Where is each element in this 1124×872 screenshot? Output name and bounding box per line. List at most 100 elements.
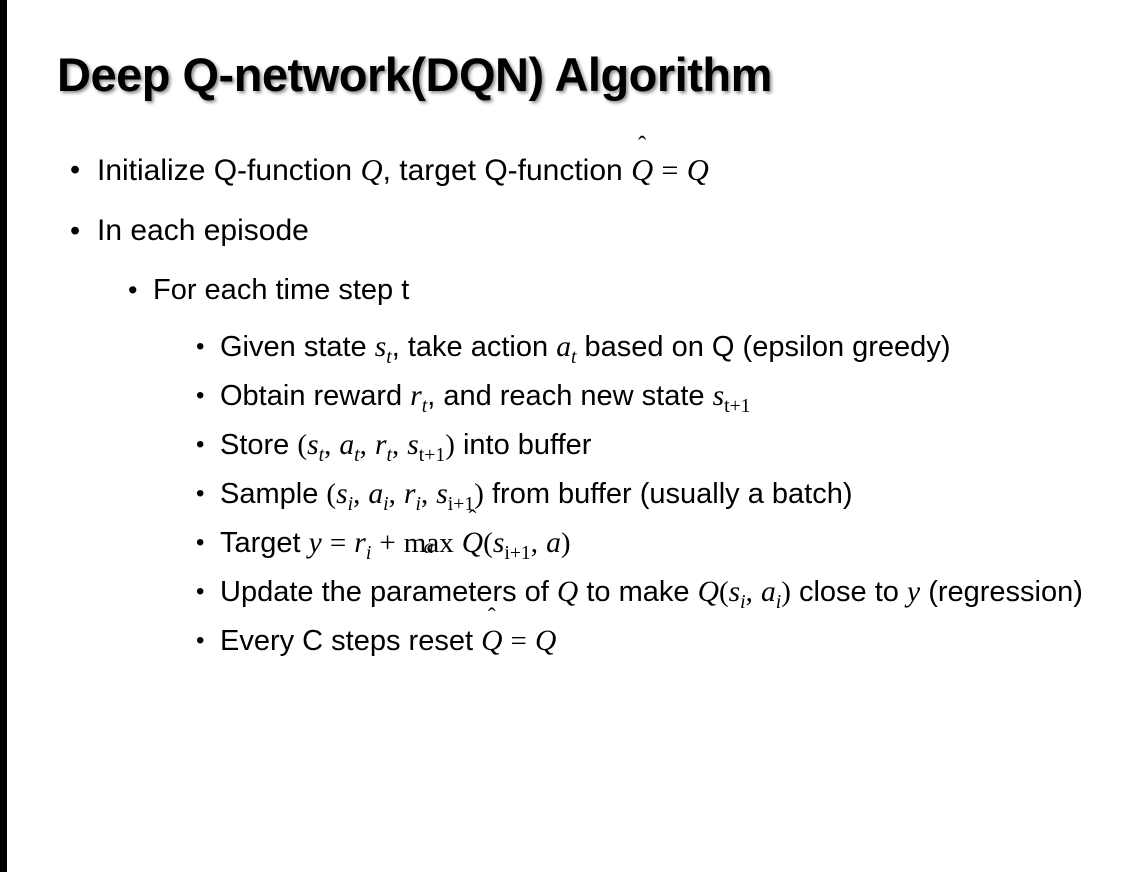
math-var-s: s bbox=[374, 331, 387, 363]
left-edge-bar bbox=[0, 0, 7, 872]
text-given-state-part2: , take action bbox=[391, 331, 549, 363]
bullet-obtain-reward-text: Obtain reward rt, and reach new state st… bbox=[220, 373, 1100, 419]
math-var-r: r bbox=[374, 429, 387, 461]
text-sample-part1: Sample bbox=[220, 478, 319, 510]
math-var-s-next: s bbox=[407, 429, 419, 461]
math-var-a: a bbox=[760, 576, 776, 608]
bullet-given-state-text: Given state st, take action at based on … bbox=[220, 324, 1100, 370]
bullet-initialize-q-function: • Initialize Q-function Q, target Q-func… bbox=[0, 146, 1124, 195]
math-equals-sign: = bbox=[661, 154, 679, 187]
math-var-y: y bbox=[906, 576, 921, 608]
math-paren-open: ( bbox=[326, 478, 337, 510]
math-paren-close: ) bbox=[445, 429, 455, 461]
math-separator-comma: , bbox=[745, 576, 753, 608]
bullet-dot-icon: • bbox=[196, 529, 205, 556]
bullet-initialize-q-function-text: Initialize Q-function Q, target Q-functi… bbox=[97, 146, 1124, 195]
bullet-dot-icon: • bbox=[128, 275, 138, 305]
math-separator-comma: , bbox=[391, 429, 400, 461]
math-var-q-target: Q bbox=[534, 625, 557, 657]
bullet-store-transition: • Store (st, at, rt, st+1) into buffer bbox=[0, 422, 1124, 468]
math-var-r: r bbox=[354, 527, 366, 559]
bullet-sample-batch: • Sample (si, ai, ri, si+1) from buffer … bbox=[0, 471, 1124, 517]
math-plus-sign: + bbox=[379, 527, 396, 559]
bullet-dot-icon: • bbox=[196, 480, 205, 507]
math-sub-t: t bbox=[570, 345, 577, 368]
math-paren-open: ( bbox=[718, 576, 729, 608]
bullet-dot-icon: • bbox=[196, 382, 205, 409]
math-separator-comma: , bbox=[530, 527, 539, 559]
bullet-sample-batch-text: Sample (si, ai, ri, si+1) from buffer (u… bbox=[220, 471, 1100, 517]
math-equals-sign: = bbox=[510, 625, 527, 657]
math-paren-open: ( bbox=[483, 527, 493, 559]
math-separator-comma: , bbox=[420, 478, 429, 510]
bullet-dot-icon: • bbox=[70, 154, 81, 186]
bullet-in-each-episode-text: In each episode bbox=[97, 214, 309, 247]
text-update-part1: Update the parameters of bbox=[220, 576, 549, 608]
math-sub-i: i bbox=[740, 590, 746, 613]
math-var-q-target: Q bbox=[686, 153, 709, 187]
text-store-part2: into buffer bbox=[462, 429, 592, 461]
text-given-state-part3: based on Q (epsilon greedy) bbox=[584, 331, 951, 363]
math-var-q-primary: Q bbox=[556, 576, 579, 608]
text-obtain-reward-part1: Obtain reward bbox=[220, 380, 403, 412]
math-sub-i: i bbox=[775, 590, 782, 613]
math-equals-sign: = bbox=[329, 527, 347, 559]
math-separator-comma: , bbox=[353, 478, 361, 510]
text-obtain-reward-part2: , and reach new state bbox=[427, 380, 705, 412]
math-var-q-hat-base: Q bbox=[631, 153, 654, 187]
math-var-a: a bbox=[556, 331, 571, 363]
text-update-part3: close to bbox=[798, 576, 899, 608]
math-paren-open: ( bbox=[297, 429, 308, 461]
math-sub-i-plus-1: i+1 bbox=[447, 492, 475, 515]
math-var-s-next: s bbox=[712, 380, 725, 412]
math-var-a: a bbox=[339, 429, 355, 461]
math-sub-t: t bbox=[386, 345, 392, 368]
math-separator-comma: , bbox=[324, 429, 332, 461]
math-var-q-hat: ̂Q bbox=[481, 618, 502, 664]
math-sub-i: i bbox=[415, 492, 421, 515]
math-var-s-next: s bbox=[436, 478, 448, 510]
text-initialize-lead: Initialize Q-function bbox=[97, 154, 353, 187]
text-update-part2: to make bbox=[586, 576, 690, 608]
math-sub-i: i bbox=[347, 492, 354, 515]
bullet-store-transition-text: Store (st, at, rt, st+1) into buffer bbox=[220, 422, 1100, 468]
math-var-q-eval: Q bbox=[697, 576, 719, 608]
bullet-reset-target-network: • Every C steps reset ̂Q = Q bbox=[0, 618, 1124, 664]
math-var-a: a bbox=[368, 478, 384, 510]
bullet-for-each-time-step-text: For each time step t bbox=[153, 274, 410, 306]
text-given-state-part1: Given state bbox=[220, 331, 367, 363]
math-var-q-hat-base: Q bbox=[481, 625, 503, 657]
text-every-c-part1: Every C steps reset bbox=[220, 625, 474, 657]
math-var-s: s bbox=[307, 429, 319, 461]
math-paren-close: ) bbox=[781, 576, 791, 608]
text-sample-part2: from buffer (usually a batch) bbox=[491, 478, 853, 510]
page-title: Deep Q-network(DQN) Algorithm bbox=[57, 48, 772, 101]
text-initialize-mid: target Q-function bbox=[399, 154, 623, 187]
bullet-for-each-time-step: • For each time step t bbox=[0, 267, 1124, 314]
bullet-dot-icon: • bbox=[196, 333, 205, 360]
math-sub-i: i bbox=[383, 492, 389, 515]
bullet-update-parameters: • Update the parameters of Q to make Q(s… bbox=[0, 569, 1124, 615]
math-paren-close: ) bbox=[560, 527, 571, 559]
math-var-s: s bbox=[336, 478, 348, 510]
bullet-dot-icon: • bbox=[196, 627, 205, 654]
bullet-dot-icon: • bbox=[196, 431, 205, 458]
math-sub-t-plus-1: t+1 bbox=[724, 394, 751, 417]
text-update-part4: (regression) bbox=[928, 576, 1083, 608]
bullet-dot-icon: • bbox=[70, 215, 81, 247]
slide-body: • Initialize Q-function Q, target Q-func… bbox=[0, 146, 1124, 667]
math-operator-max-subscript: a bbox=[423, 536, 434, 559]
math-var-q-hat: ̂Q bbox=[462, 520, 483, 566]
math-paren-close: ) bbox=[474, 478, 484, 510]
text-store-part1: Store bbox=[220, 429, 290, 461]
math-operator-max-label: max bbox=[403, 527, 454, 559]
math-var-q-hat-base: Q bbox=[461, 527, 484, 559]
bullet-dot-icon: • bbox=[196, 578, 205, 605]
math-var-r: r bbox=[410, 380, 422, 412]
math-sub-t: t bbox=[354, 443, 360, 466]
bullet-in-each-episode: • In each episode bbox=[0, 207, 1124, 255]
math-sub-t-plus-1: t+1 bbox=[418, 443, 446, 466]
